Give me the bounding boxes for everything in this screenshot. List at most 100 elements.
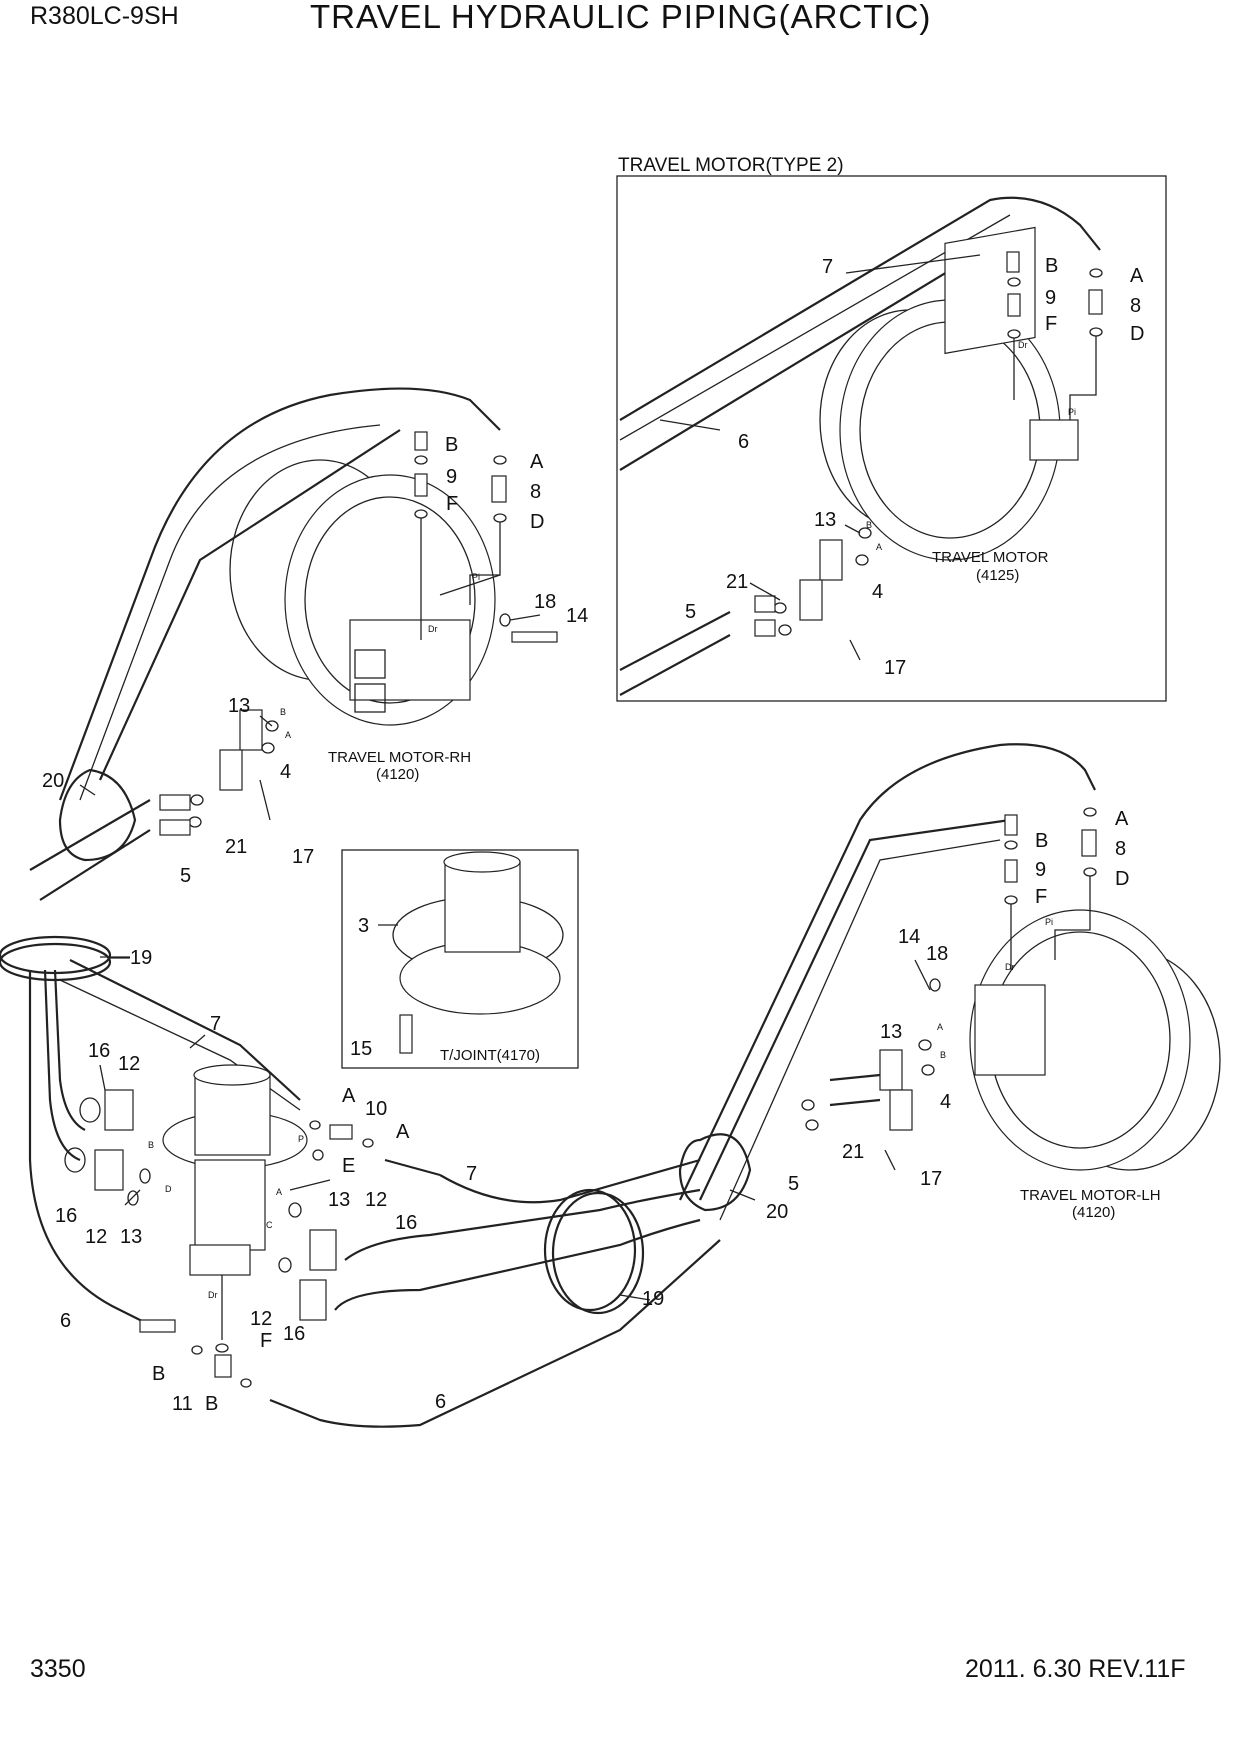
callout: 16 xyxy=(88,1040,110,1062)
callout: 21 xyxy=(225,836,247,858)
callout: 17 xyxy=(884,657,906,679)
callout: F xyxy=(1045,313,1057,335)
callout: 14 xyxy=(898,926,920,948)
page-number: 3350 xyxy=(30,1655,86,1683)
callout: 12 xyxy=(85,1226,107,1248)
port-label: A xyxy=(937,1022,943,1032)
callout: 6 xyxy=(435,1391,446,1413)
port-label: C xyxy=(266,1220,273,1230)
callout: 19 xyxy=(642,1288,664,1310)
callout: 16 xyxy=(395,1212,417,1234)
callout: B xyxy=(1035,830,1048,852)
callout: 11 xyxy=(172,1393,193,1415)
port-label: B xyxy=(866,520,872,530)
callout: 3 xyxy=(358,915,369,937)
tjoint-inset: 3 15 T/JOINT(4170) xyxy=(341,849,579,1069)
port-label: Dr xyxy=(1018,340,1028,350)
callout: 7 xyxy=(210,1013,221,1035)
callout: 7 xyxy=(466,1163,477,1185)
port-label: Dr xyxy=(428,624,438,634)
callout: 19 xyxy=(130,947,152,969)
callout: 10 xyxy=(365,1098,387,1120)
callout: 9 xyxy=(1035,859,1046,881)
port-label: Pi xyxy=(1068,407,1076,417)
callout: 5 xyxy=(180,865,191,887)
callout: D xyxy=(1130,323,1144,345)
callout: A xyxy=(1130,265,1144,287)
tjoint-label: T/JOINT(4170) xyxy=(440,1047,540,1064)
model-number: R380LC-9SH xyxy=(30,2,179,30)
callout: 4 xyxy=(280,761,291,783)
callout: 4 xyxy=(872,581,883,603)
callout: 16 xyxy=(55,1205,77,1227)
motor-code: (4120) xyxy=(1072,1204,1115,1221)
callout: 13 xyxy=(228,695,250,717)
callout: 13 xyxy=(814,509,836,531)
inset-type2-title: TRAVEL MOTOR(TYPE 2) xyxy=(618,155,844,176)
callout: 6 xyxy=(738,431,749,453)
callout: B xyxy=(152,1363,165,1385)
port-label: Pi xyxy=(1045,917,1053,927)
callout: D xyxy=(1115,868,1129,890)
callout: 6 xyxy=(60,1310,71,1332)
callout: B xyxy=(445,434,458,456)
port-label: A xyxy=(276,1187,282,1197)
callout: A xyxy=(1115,808,1129,830)
motor-lh: B A 9 8 F D 14 18 13 4 21 5 17 20 Pi Dr … xyxy=(678,743,1221,1223)
callout: B xyxy=(1045,255,1058,277)
callout: 14 xyxy=(566,605,588,627)
motor-code: (4125) xyxy=(976,567,1019,584)
callout: E xyxy=(342,1155,355,1177)
callout: F xyxy=(1035,886,1047,908)
callout: 12 xyxy=(118,1053,140,1075)
callout: 18 xyxy=(926,943,948,965)
callout: 9 xyxy=(1045,287,1056,309)
callout: 12 xyxy=(365,1189,387,1211)
center-assembly: 19 7 16 12 A 10 A E 7 13 12 16 16 12 13 … xyxy=(0,935,721,1428)
callout: 12 xyxy=(250,1308,272,1330)
callout: 8 xyxy=(1130,295,1141,317)
callout: 13 xyxy=(120,1226,142,1248)
callout: 20 xyxy=(766,1201,788,1223)
callout: 20 xyxy=(42,770,64,792)
callout: 5 xyxy=(788,1173,799,1195)
callout: D xyxy=(530,511,544,533)
motor-rh: B A 9 8 F D 18 14 13 4 20 21 17 5 Pi Dr … xyxy=(29,387,588,901)
motor-label: TRAVEL MOTOR-LH xyxy=(1020,1187,1161,1204)
port-label: Pi xyxy=(472,572,480,582)
callout: 8 xyxy=(1115,838,1126,860)
motor-label: TRAVEL MOTOR xyxy=(932,549,1049,566)
callout: F xyxy=(260,1330,272,1352)
inset-type2: TRAVEL MOTOR(TYPE 2) xyxy=(616,155,1167,702)
callout: B xyxy=(205,1393,218,1415)
callout: 21 xyxy=(842,1141,864,1163)
motor-code: (4120) xyxy=(376,766,419,783)
port-label: Dr xyxy=(1005,962,1015,972)
callout: 7 xyxy=(822,256,833,278)
callout: 8 xyxy=(530,481,541,503)
callout: 17 xyxy=(920,1168,942,1190)
callout: 9 xyxy=(446,466,457,488)
callout: 17 xyxy=(292,846,314,868)
port-label: Dr xyxy=(208,1290,218,1300)
port-label: D xyxy=(165,1184,172,1194)
page-title: TRAVEL HYDRAULIC PIPING(ARCTIC) xyxy=(310,0,932,35)
callout: 13 xyxy=(880,1021,902,1043)
callout: 18 xyxy=(534,591,556,613)
callout: 21 xyxy=(726,571,748,593)
callout: 16 xyxy=(283,1323,305,1345)
callout: A xyxy=(342,1085,356,1107)
callout: A xyxy=(396,1121,410,1143)
revision-date: 2011. 6.30 REV.11F xyxy=(965,1655,1186,1683)
callout: 15 xyxy=(350,1038,372,1060)
port-label: A xyxy=(876,542,882,552)
port-label: P xyxy=(298,1134,304,1144)
port-label: B xyxy=(940,1050,946,1060)
port-label: A xyxy=(285,730,291,740)
port-label: B xyxy=(280,707,286,717)
callout: A xyxy=(530,451,544,473)
callout: 4 xyxy=(940,1091,951,1113)
callout: F xyxy=(446,493,458,515)
callout: 5 xyxy=(685,601,696,623)
